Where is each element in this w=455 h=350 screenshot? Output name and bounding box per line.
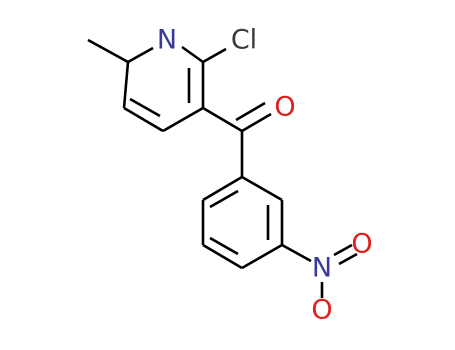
atom-label-oxygen-carbonyl: O [274,92,295,123]
bond-c4-c5-inner [129,97,161,118]
bond-nitro-o-top [333,243,353,257]
bond-n1-c2 [181,45,204,64]
bond-b3-b4-inner [209,236,239,256]
pyridine-ring [122,45,205,133]
bond-carbonyl-o [241,112,272,133]
bond-b4-b5 [241,243,283,270]
bond-c3-carbonyl [202,106,243,133]
atom-label-nitro-oxygen-top: O [351,229,372,260]
bond-methyl [87,38,129,64]
bond-b1-b2-inner [209,189,239,209]
bond-carbonyl-o-double [235,101,266,122]
bond-c6-n1 [127,46,154,64]
bond-c5-c6 [122,61,130,109]
atom-label-nitrogen-ring: N [157,25,177,56]
bond-ring-nitro [281,243,312,263]
benzene-ring [201,175,284,270]
atom-label-nitro-nitrogen: N [312,253,332,284]
bond-b6-b1 [241,175,283,202]
bond-b3-b4 [202,243,243,270]
bond-c3-c4 [162,106,204,133]
bond-b1-b2 [202,175,243,202]
bond-nitro-o-top-double [338,252,358,266]
atom-label-nitro-oxygen-bottom: O [311,295,332,326]
bond-c4-c5 [123,106,164,133]
atom-label-chlorine: Cl [231,25,257,56]
bond-c2-cl [202,47,227,64]
